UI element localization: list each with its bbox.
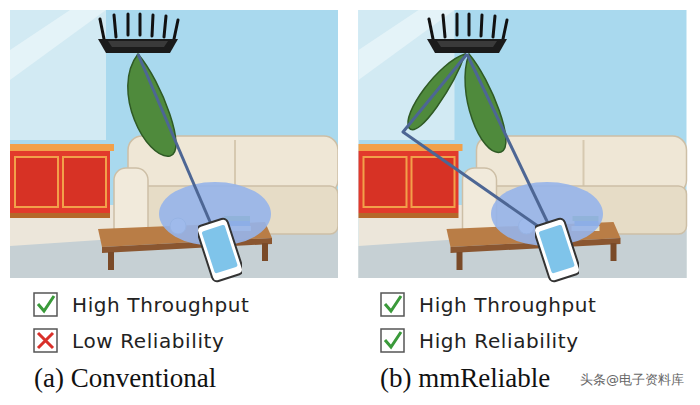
property-text-box: Low Reliability [72,329,224,353]
check-mark [385,296,401,311]
property-text-box: High Reliability [419,329,579,353]
property-text: High Throughput [419,293,597,317]
panel-caption-box: (a) Conventional [34,362,216,394]
check-mark [385,332,401,347]
signal-path [138,54,217,238]
property-text: Low Reliability [72,329,224,353]
panel-conventional [10,10,338,283]
property-text-box: High Throughput [419,293,597,317]
phone [196,217,244,282]
watermark: 头条@电子资料库 [580,372,684,387]
phone [533,217,581,282]
router [427,14,507,53]
cross-mark [38,333,53,348]
property-text: High Reliability [419,329,579,353]
panel-caption: (a) Conventional [34,363,216,393]
check-mark [38,296,54,311]
panel-caption-box: (b) mmReliable [380,362,550,394]
checkbox [381,329,404,352]
router [98,14,178,53]
signal-path [467,54,555,238]
reflected-path [403,54,555,238]
beam-lobe [465,54,506,152]
room [10,10,338,278]
watermark-box: 头条@电子资料库 [578,372,686,388]
status-icons [34,293,404,352]
checkbox [381,293,404,316]
panel-mmreliable [359,10,687,283]
checkbox [34,293,57,316]
panel-caption: (b) mmReliable [380,363,550,393]
beam-lobe [128,54,176,156]
room [359,10,687,278]
checkbox [34,329,57,352]
property-text: High Throughput [72,293,250,317]
property-text-box: High Throughput [72,293,250,317]
